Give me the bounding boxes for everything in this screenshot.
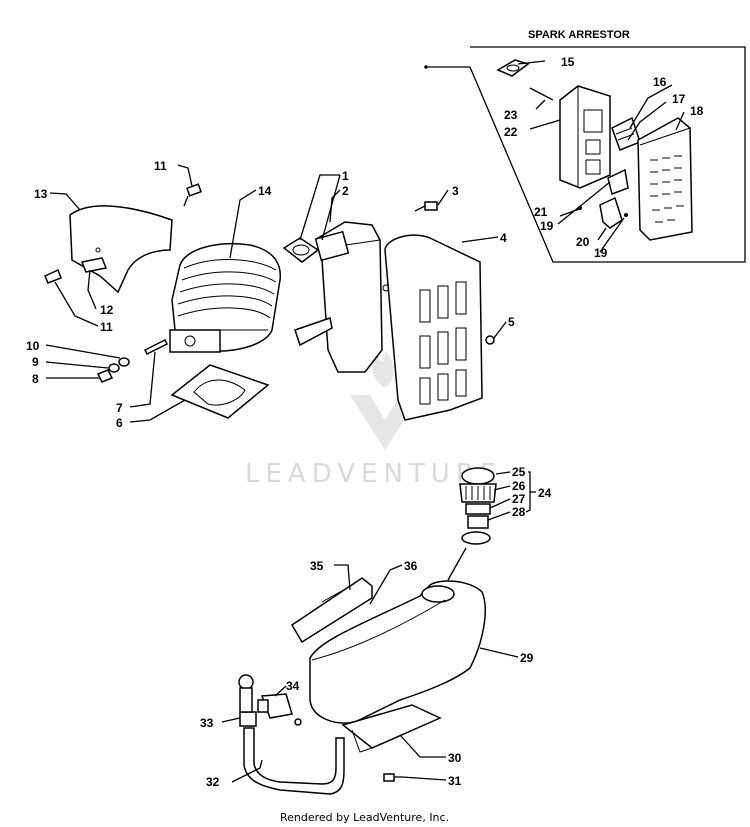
callout-11-top: 11 [154, 159, 167, 173]
callout-9: 9 [32, 355, 39, 369]
callout-16: 16 [653, 75, 667, 89]
arrestor-gasket [496, 59, 530, 77]
tank-bracket-upper [290, 577, 373, 644]
callout-10: 10 [26, 339, 40, 353]
cylinder-screw [183, 183, 202, 207]
base-gasket [170, 364, 270, 419]
callout-23: 23 [504, 108, 518, 122]
arrestor-screen [611, 116, 641, 151]
inset-title: SPARK ARRESTOR [528, 29, 630, 41]
callout-19a: 19 [540, 219, 554, 233]
callout-34: 34 [286, 679, 300, 693]
callout-3: 3 [452, 184, 459, 198]
cylinder-stud [143, 338, 169, 356]
callout-4: 4 [500, 231, 507, 245]
callout-12: 12 [100, 303, 114, 317]
arrestor-cover [637, 117, 693, 241]
callout-13: 13 [34, 187, 48, 201]
spark-arrestor-inset [424, 46, 746, 263]
arrestor-screw [529, 87, 554, 101]
cylinder [169, 242, 281, 353]
callout-29: 29 [520, 651, 534, 665]
watermark-text: LEADVENTURE [245, 459, 502, 489]
callout-27: 27 [512, 492, 526, 506]
shroud [69, 205, 173, 294]
muffler-screw [414, 201, 438, 212]
shroud-clip [44, 257, 108, 284]
callout-15: 15 [561, 55, 575, 69]
callout-22: 22 [504, 125, 518, 139]
callout-6: 6 [116, 416, 123, 430]
callout-20: 20 [576, 235, 590, 249]
callout-5: 5 [508, 315, 515, 329]
heat-shield [384, 234, 483, 421]
callout-14: 14 [258, 184, 272, 198]
arrestor-body [559, 85, 611, 189]
fuel-fitting [238, 674, 257, 727]
shield-screw [485, 335, 495, 345]
footer-credit: Rendered by LeadVenture, Inc. [280, 811, 449, 824]
arrestor-clamp [578, 168, 629, 229]
callout-7: 7 [116, 401, 123, 415]
callout-36: 36 [404, 559, 418, 573]
washer-nut-set [96, 357, 130, 383]
callout-28: 28 [512, 505, 526, 519]
callout-17: 17 [672, 92, 686, 106]
callout-19b: 19 [594, 246, 608, 260]
callout-32: 32 [206, 775, 220, 789]
callout-21: 21 [534, 205, 548, 219]
callout-30: 30 [448, 751, 462, 765]
tank-bracket-lower [341, 704, 442, 753]
callouts: 15 23 22 16 17 18 21 19 20 19 11 13 14 1… [26, 55, 704, 789]
callout-11-bottom: 11 [100, 320, 113, 334]
callout-26: 26 [512, 479, 526, 493]
callout-1: 1 [342, 169, 349, 183]
fuel-line [243, 727, 345, 795]
callout-8: 8 [32, 372, 39, 386]
callout-18: 18 [690, 104, 704, 118]
callout-2: 2 [342, 184, 349, 198]
bracket-screw [383, 773, 402, 782]
callout-35: 35 [310, 559, 324, 573]
fuel-valve [257, 693, 302, 726]
callout-31: 31 [448, 774, 462, 788]
fuel-cap-assembly [459, 467, 497, 545]
callout-25: 25 [512, 465, 526, 479]
leader-lines [45, 60, 685, 783]
callout-24: 24 [538, 486, 552, 500]
muffler [294, 221, 390, 373]
callout-33: 33 [200, 716, 214, 730]
exhaust-gasket [282, 237, 320, 263]
